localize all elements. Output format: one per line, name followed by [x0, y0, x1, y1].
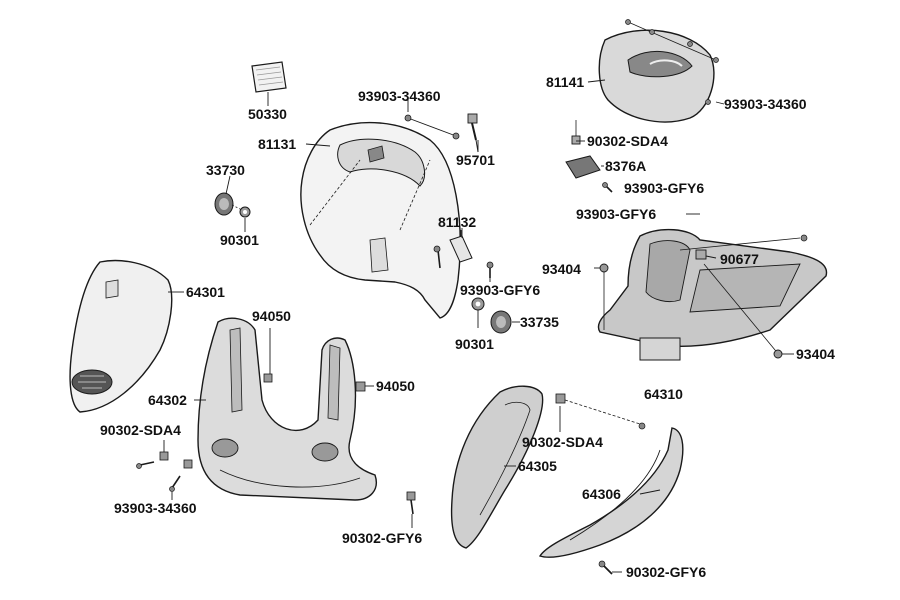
part-81141-front-cover	[598, 19, 719, 123]
part-label-90302-gfy6-right: 90302-GFY6	[626, 564, 707, 580]
part-90301-nut-left	[239, 206, 251, 218]
part-50330-label-sheet	[251, 61, 287, 93]
part-label-93903-gfy6-r1: 93903-GFY6	[624, 180, 705, 196]
part-90302-gfy6-screw-bottom	[406, 491, 416, 515]
part-label-93903-gfy6-mid: 93903-GFY6	[460, 282, 541, 298]
part-94050-clip-mid	[355, 381, 366, 392]
part-label-93903-34360-bottom: 93903-34360	[114, 500, 197, 516]
part-64301-inner-panel	[69, 259, 173, 413]
part-label-64302: 64302	[148, 392, 187, 408]
part-8376A-cover	[565, 155, 601, 179]
part-label-94050-mid: 94050	[376, 378, 415, 394]
part-95701-bolt	[467, 113, 479, 153]
part-label-93404-right: 93404	[796, 346, 835, 362]
part-33735-reflector	[490, 310, 512, 334]
part-label-93903-34360-right: 93903-34360	[724, 96, 807, 112]
parts-left-clips	[136, 451, 193, 492]
part-label-90677: 90677	[720, 251, 759, 267]
part-label-64301: 64301	[186, 284, 225, 300]
part-label-50330: 50330	[248, 106, 287, 122]
part-label-90302-sda4-top: 90302-SDA4	[587, 133, 668, 149]
screws-mid	[433, 245, 494, 278]
part-label-90302-sda4-mid: 90302-SDA4	[522, 434, 603, 450]
part-label-33735: 33735	[520, 314, 559, 330]
part-label-81141: 81141	[546, 74, 585, 90]
part-label-93903-gfy6-r2: 93903-GFY6	[576, 206, 657, 222]
part-93404-screws	[599, 234, 808, 359]
part-label-90302-sda4-left: 90302-SDA4	[100, 422, 181, 438]
part-label-64306: 64306	[582, 486, 621, 502]
part-label-64310: 64310	[644, 386, 683, 402]
part-label-81132: 81132	[438, 214, 477, 230]
part-81131-inner-shield	[300, 121, 461, 319]
part-90302-sda4-clip-top	[571, 120, 581, 145]
part-33730-reflector	[214, 192, 243, 216]
part-90301-nut-mid	[471, 297, 485, 311]
part-label-33730: 33730	[206, 162, 245, 178]
part-93903-gfy6-r1-screw	[602, 182, 613, 193]
part-90677-clip	[695, 249, 707, 260]
part-label-94050-top: 94050	[252, 308, 291, 324]
part-64302-front-lower-cover	[197, 317, 377, 501]
part-64310-floor-panel	[597, 228, 828, 361]
part-64306-side-skirt	[538, 427, 684, 575]
part-label-93404-left: 93404	[542, 261, 581, 277]
part-label-95701: 95701	[456, 152, 495, 168]
part-label-90301-left: 90301	[220, 232, 259, 248]
part-label-64305: 64305	[518, 458, 557, 474]
part-label-81131: 81131	[258, 136, 297, 152]
part-label-90301-mid: 90301	[455, 336, 494, 352]
part-64305-side-cover	[450, 385, 646, 549]
screws-93903-34360-top	[404, 100, 460, 140]
leader-lines	[163, 79, 794, 573]
part-label-93903-34360-top: 93903-34360	[358, 88, 441, 104]
part-label-8376A: 8376A	[605, 158, 647, 174]
part-label-90302-gfy6-bottom: 90302-GFY6	[342, 530, 423, 546]
part-81132-bracket	[449, 230, 473, 263]
